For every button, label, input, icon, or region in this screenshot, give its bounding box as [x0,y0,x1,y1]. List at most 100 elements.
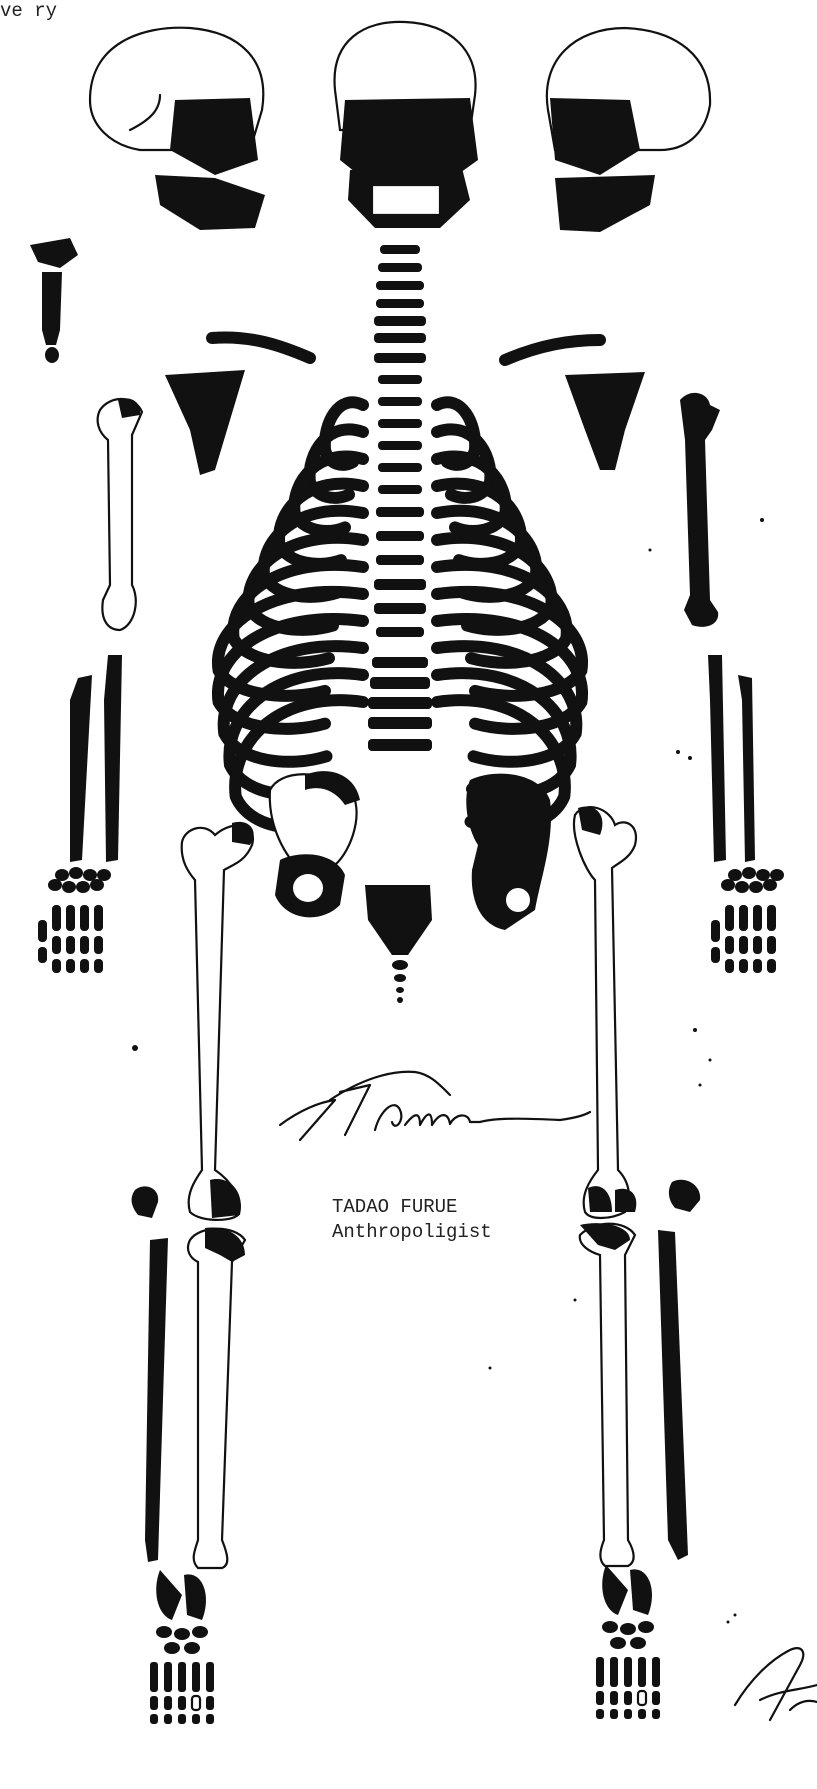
vertebra [378,263,422,272]
fibula-left [145,1238,168,1562]
humerus-left [98,398,142,630]
skull-left-lateral [90,28,265,230]
vertebra [370,677,430,689]
phalanx [38,947,47,963]
scapula-right [565,372,645,470]
vertebra [374,579,426,590]
carpal-bone [83,869,97,881]
foot-phalanx [624,1657,632,1687]
phalanx [711,920,720,942]
foot-phalanx [638,1691,646,1705]
phalanx [767,905,776,931]
talus-bone [156,1570,182,1620]
humerus-right [680,393,720,627]
tarsal-bone [630,1637,646,1649]
phalanx [80,936,89,954]
carpal-bone [756,869,770,881]
clavicle-right [505,340,600,360]
phalanx [66,905,75,931]
vertebra [374,333,426,343]
carpal-bone [55,869,69,881]
phalanx [66,936,75,954]
talus-bone [602,1565,628,1615]
phalanx [80,905,89,931]
forearm-left [70,655,122,862]
tarsal-bone [156,1626,172,1638]
vertebra [374,603,426,614]
phalanx [725,905,734,931]
vertebra [368,697,432,709]
pelvis-left [270,771,360,917]
hand-left [38,867,111,973]
fibula-right [658,1230,688,1560]
phalanx [52,905,61,931]
tarsal-bone [184,1642,200,1654]
foot-phalanx [652,1691,660,1705]
carpal-bone [76,881,90,893]
tibia-left [188,1227,245,1568]
phalanx [52,936,61,954]
clavicle-left [212,337,310,358]
foot-phalanx [164,1662,172,1692]
tarsal-bone [610,1637,626,1649]
vertebra [368,717,432,729]
foot-phalanx [610,1657,618,1687]
phalanx [66,959,75,973]
carpal-bone [90,879,104,891]
vertebra [380,245,420,254]
carpal-bone [735,881,749,893]
foot-phalanx [610,1709,618,1719]
phalanx [753,959,762,973]
phalanx [739,905,748,931]
vertebra [378,441,422,450]
scapula-left [165,370,245,475]
carpal-bone [728,869,742,881]
vertebra [372,657,428,668]
phalanx [94,905,103,931]
phalanx [52,959,61,973]
vertebra [376,507,424,517]
carpal-bone [763,879,777,891]
foot-phalanx [596,1709,604,1719]
foot-phalanx [150,1662,158,1692]
tarsal-bone [620,1623,636,1635]
tarsal-bone [638,1621,654,1633]
vertebra [378,397,422,406]
carpal-bone [749,881,763,893]
vertebra [374,316,426,326]
skull-right-lateral [547,28,710,232]
tibia-right [580,1223,635,1566]
foot-phalanx [192,1662,200,1692]
foot-phalanx [638,1709,646,1719]
signatory-title: Anthropoligist [332,1221,492,1243]
carpal-bone [62,881,76,893]
pelvis-right [466,774,551,930]
carpal-bone [97,869,111,881]
vertebra [374,353,426,363]
calcaneus-bone [630,1569,652,1615]
tarsal-bone [174,1628,190,1640]
foot-phalanx [164,1714,172,1724]
vertebra [378,485,422,494]
tarsal-bone [192,1626,208,1638]
vertebra [376,555,424,565]
foot-phalanx [610,1691,618,1705]
phalanx [711,947,720,963]
phalanx [767,959,776,973]
phalanx [753,936,762,954]
foot-phalanx [596,1657,604,1687]
phalanx [38,920,47,942]
patella-left [132,1186,159,1218]
foot-phalanx [192,1696,200,1710]
sacrum [365,885,432,955]
foot-phalanx [624,1691,632,1705]
foot-phalanx [192,1714,200,1724]
foot-phalanx [596,1691,604,1705]
foot-left [150,1570,214,1724]
femur-right [574,807,636,1218]
vertebra [378,463,422,472]
foot-right [596,1565,660,1719]
foot-phalanx [652,1709,660,1719]
